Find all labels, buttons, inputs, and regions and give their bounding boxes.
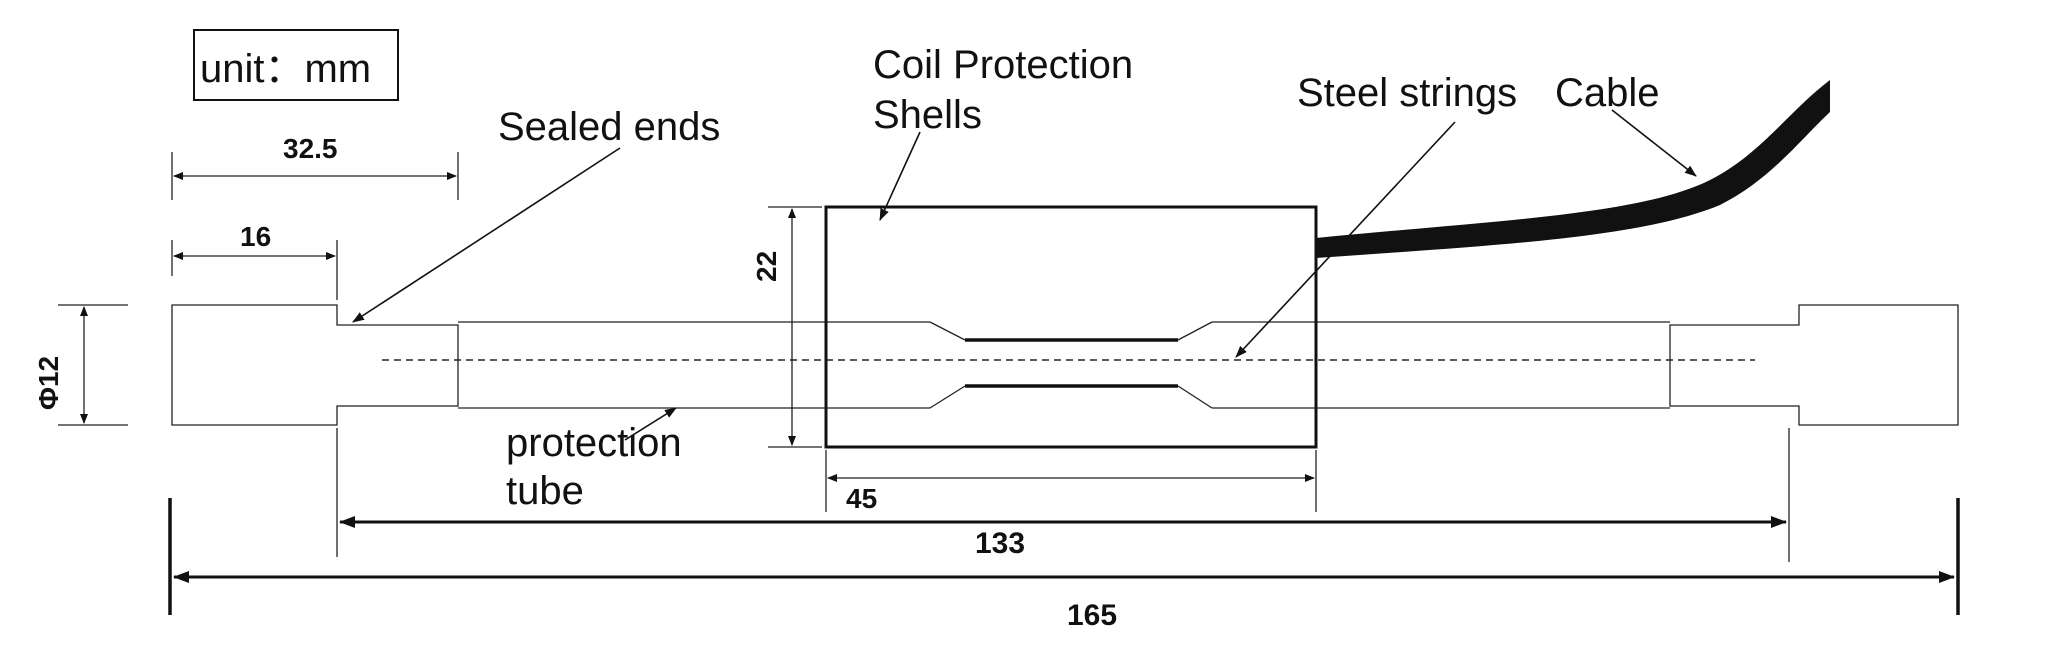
dimension-phi12: Φ12 <box>33 304 128 426</box>
right-end-block <box>1669 304 1959 426</box>
coil-shell-callout: Coil Protection Shells <box>873 43 1133 221</box>
label-cable: Cable <box>1555 71 1660 115</box>
dim-label-32-5: 32.5 <box>283 133 338 164</box>
dim-label-133: 133 <box>975 527 1025 560</box>
dimension-16: 16 <box>171 221 338 300</box>
dim-label-phi12: Φ12 <box>33 356 64 410</box>
label-coil-line1: Coil Protection <box>873 43 1133 87</box>
dimension-45: 45 <box>825 450 1317 514</box>
dim-label-16: 16 <box>240 221 271 252</box>
left-end-block <box>171 304 459 426</box>
label-coil-line2: Shells <box>873 93 982 137</box>
dim-label-22: 22 <box>751 251 782 282</box>
unit-box-text: unit：mm <box>200 47 371 91</box>
dimension-165: 165 <box>168 498 1960 632</box>
steel-strings-callout: Steel strings <box>1235 71 1517 358</box>
dim-label-45: 45 <box>846 483 877 514</box>
cable <box>1316 80 1830 258</box>
dimension-22: 22 <box>751 206 822 448</box>
protection-tube <box>458 321 1670 409</box>
protection-tube-callout: protection tube <box>506 407 682 513</box>
coil-protection-shell <box>824 205 1318 449</box>
sealed-ends-callout: Sealed ends <box>352 105 720 323</box>
inner-coil-core <box>965 338 1178 388</box>
unit-box-frame <box>193 29 399 101</box>
label-protection-line1: protection <box>506 421 682 465</box>
unit-box: unit：mm <box>193 29 399 101</box>
cable-callout: Cable <box>1555 71 1697 177</box>
label-steel-strings: Steel strings <box>1297 71 1517 115</box>
label-protection-line2: tube <box>506 469 584 513</box>
dimension-133: 133 <box>336 428 1790 562</box>
dimension-32-5: 32.5 <box>171 133 459 200</box>
dim-label-165: 165 <box>1067 599 1117 632</box>
label-sealed-ends: Sealed ends <box>498 105 720 149</box>
